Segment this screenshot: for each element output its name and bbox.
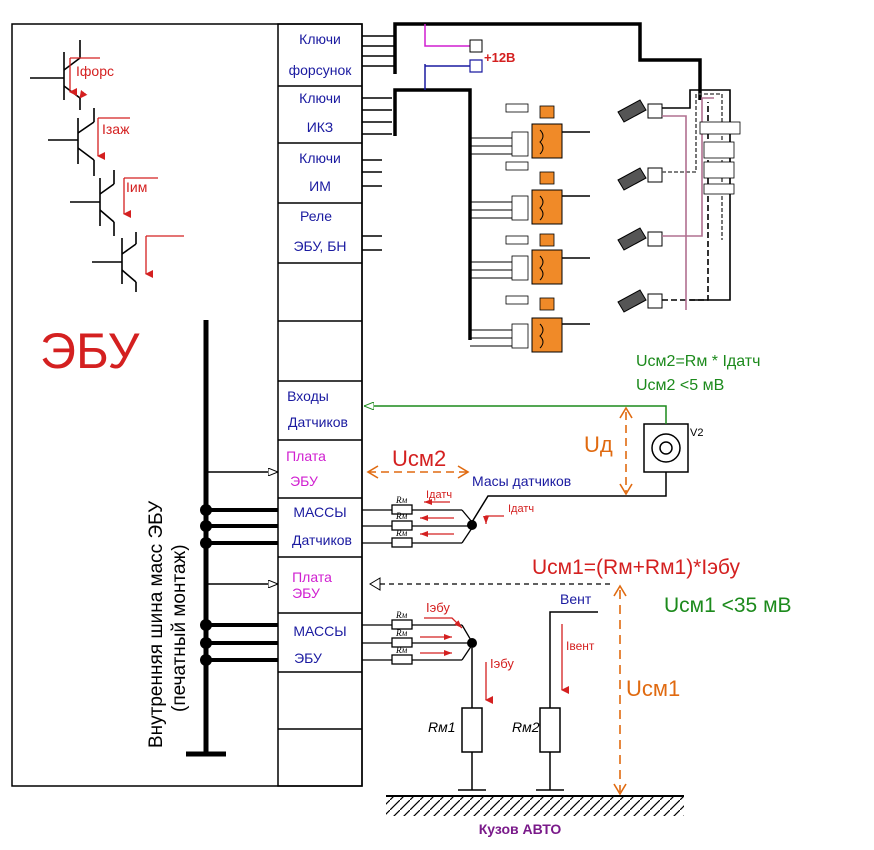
car-body-hatch <box>386 796 684 816</box>
sensor-signal-wire <box>364 406 667 424</box>
bus-label-line2: (печатный монтаж) <box>169 544 190 712</box>
current-label-vent: Iвент <box>566 639 595 653</box>
block-injectors-line2: форсунок <box>289 62 353 78</box>
limit-sm2: Uсм2 <5 мВ <box>636 377 724 394</box>
sensor-v2 <box>643 423 689 473</box>
rm-tag-e1: Rм <box>395 610 407 620</box>
wiring-illustration <box>470 89 741 353</box>
supply-connector-red <box>469 39 483 53</box>
block-ebu-gnd-line1: МАССЫ <box>293 623 346 639</box>
transistor-relay <box>92 232 137 292</box>
bus-junctions <box>200 504 212 666</box>
rm1-branch <box>458 648 486 791</box>
rm2-label: Rм2 <box>512 719 540 735</box>
ud-arrow-bottom <box>619 483 633 496</box>
transistor-im <box>70 170 115 236</box>
block-board1-line1: Плата <box>286 448 326 464</box>
vent-branch <box>536 611 598 791</box>
block-injectors-line1: Ключи <box>299 31 341 47</box>
current-arrow-zazh <box>97 117 130 160</box>
injectors <box>617 99 663 313</box>
supply-bus-lines <box>393 22 702 340</box>
rm-tag-s1: Rм <box>395 495 407 505</box>
usm1-arrow-bottom <box>613 783 627 796</box>
current-label-im: Iим <box>126 179 147 195</box>
sensor-current-arrows <box>420 499 504 537</box>
ebu-ground-node <box>467 638 477 648</box>
sensor-ground-resistors <box>362 504 473 548</box>
harness-connectors <box>699 121 741 195</box>
usm2-arrow-left <box>366 465 379 479</box>
block-ikz-line2: ИКЗ <box>307 119 334 135</box>
current-arrow-relay <box>145 235 184 278</box>
current-label-zazh: Iзаж <box>102 121 130 137</box>
block-board2-line2: ЭБУ <box>292 585 320 601</box>
current-arrow-fors <box>69 57 100 96</box>
rm-tag-s2: Rм <box>395 511 407 521</box>
car-body-label: Кузов АВТО <box>479 821 562 837</box>
sensor-v2-label: V2 <box>690 427 703 439</box>
bus-taps <box>206 472 278 662</box>
block-sensor-inputs-line2: Датчиков <box>288 414 348 430</box>
current-arrow-im <box>123 177 158 218</box>
bus-label: Внутренняя шина масс ЭБУ (печатный монта… <box>146 500 190 748</box>
ud-label: Uд <box>584 432 613 457</box>
current-label-fors: Iфорс <box>76 63 114 79</box>
supply-wires <box>424 24 470 90</box>
output-wires <box>362 35 395 251</box>
block-board1-line2: ЭБУ <box>290 473 318 489</box>
sensor-ground-node <box>467 520 477 530</box>
rm-tag-e3: Rм <box>395 645 407 655</box>
ebu-title: ЭБУ <box>40 323 140 379</box>
ebu-ground-resistors <box>362 619 473 665</box>
block-board2-line1: Плата <box>292 569 332 585</box>
block-sensor-inputs-line1: Входы <box>287 388 329 404</box>
usm1-label: Uсм1 <box>626 676 680 701</box>
ebu-block-column <box>277 23 363 787</box>
sensor-masses-label: Масы датчиков <box>472 473 571 489</box>
block-sensor-gnd-line2: Датчиков <box>292 532 352 548</box>
coil-assembly-3 <box>505 233 590 285</box>
coil-assembly-4 <box>505 295 590 353</box>
block-sensor-gnd-line1: МАССЫ <box>293 504 346 520</box>
current-label-ebu-1: Iэбу <box>426 600 450 615</box>
block-ikz-line1: Ключи <box>299 90 341 106</box>
block-relay-line2: ЭБУ, БН <box>293 238 346 254</box>
rm-tag-e2: Rм <box>395 628 407 638</box>
ebu-current-arrows <box>420 617 493 704</box>
vent-label: Вент <box>560 591 592 607</box>
supply-label: +12В <box>484 50 515 65</box>
rm1-label: Rм1 <box>428 719 456 735</box>
coil-assembly-2 <box>505 161 590 225</box>
supply-connector-blue <box>469 59 483 73</box>
transistor-injectors <box>30 40 88 110</box>
sensor-ground-wire <box>471 472 667 523</box>
formula-sm2: Uсм2=Rм * Iдатч <box>636 353 760 370</box>
current-label-ebu-2: Iэбу <box>490 656 514 671</box>
usm1-arrow-top <box>613 584 627 597</box>
formula-sm1: Uсм1=(Rм+Rм1)*Iэбу <box>532 556 740 579</box>
ud-arrow-top <box>619 406 633 419</box>
rm-tag-s3: Rм <box>395 528 407 538</box>
coil-feed-wires <box>470 137 512 347</box>
block-im-line2: ИМ <box>309 178 331 194</box>
block-im-line1: Ключи <box>299 150 341 166</box>
block-relay-line1: Реле <box>300 208 332 224</box>
transistor-ikz <box>48 108 95 176</box>
coil-assembly-1 <box>505 103 590 159</box>
usm2-label: Uсм2 <box>392 446 446 471</box>
usm2-arrow-right <box>457 465 470 479</box>
block-ebu-gnd-line2: ЭБУ <box>294 650 322 666</box>
current-label-datch-2: Iдатч <box>508 503 534 515</box>
board2-reference-arrow <box>369 577 381 591</box>
limit-sm1: Uсм1 <35 мВ <box>664 594 792 617</box>
bus-label-line1: Внутренняя шина масс ЭБУ <box>146 500 167 748</box>
current-label-datch-1: Iдатч <box>426 489 452 501</box>
